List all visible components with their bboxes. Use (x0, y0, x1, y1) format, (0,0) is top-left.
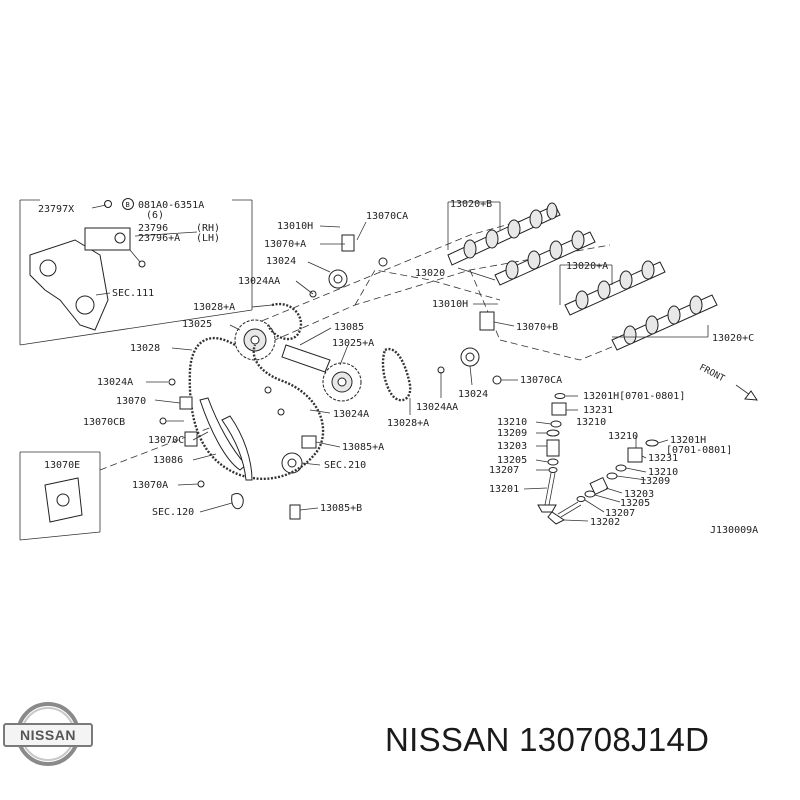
camshaft-13020-a (564, 260, 666, 316)
label-13070c: 13070C (148, 435, 184, 446)
label-13210-a: 13210 (497, 417, 527, 428)
label-13010h-mid: 13010H (432, 299, 468, 310)
label-23796: 23796 (138, 223, 168, 234)
front-cover-inset: B (29, 198, 146, 331)
sprocket-13024-mid (460, 347, 480, 367)
label-13201h-a: 13201H[0701-0801] (583, 391, 685, 402)
label-sec120: SEC.120 (152, 507, 194, 518)
crank-sprocket (281, 452, 303, 474)
sprocket-13025-a (322, 362, 362, 402)
label-diagram-code: J130009A (710, 525, 758, 536)
label-sec210: SEC.210 (324, 460, 366, 471)
sprocket-13024-top (328, 269, 348, 289)
camshaft-13020-c (611, 294, 718, 351)
label-13010h-top: 13010H (277, 221, 313, 232)
sprocket-13025 (234, 319, 276, 361)
label-13020-a: 13020+A (566, 261, 608, 272)
label-13231-b: 13231 (648, 453, 678, 464)
label-13024a-mid: 13024A (333, 409, 369, 420)
front-arrow-icon (735, 384, 758, 401)
label-13205-b: 13205 (620, 498, 650, 509)
valve-train-left (537, 393, 567, 513)
label-13210-c: 13210 (608, 431, 638, 442)
label-13201h-b: 13201H (670, 435, 706, 446)
label-13025-a: 13025+A (332, 338, 374, 349)
label-13025: 13025 (182, 319, 212, 330)
frame-lines (19, 199, 253, 541)
label-13024aa-mid: 13024AA (416, 402, 458, 413)
label-13085-a: 13085+A (342, 442, 384, 453)
label-13020-c: 13020+C (712, 333, 754, 344)
label-13070e: 13070E (44, 460, 80, 471)
label-qty-6: (6) (146, 210, 164, 221)
label-13070ca-mid: 13070CA (520, 375, 562, 386)
label-13070a-low: 13070A (132, 480, 168, 491)
sprockets (234, 269, 480, 474)
nissan-logo-text: NISSAN (20, 727, 76, 743)
label-13085: 13085 (334, 322, 364, 333)
part-number-caption: NISSAN 130708J14D (385, 721, 710, 758)
label-rh: (RH) (196, 223, 220, 234)
label-13231-a: 13231 (583, 405, 613, 416)
label-13201-a: 13201 (489, 484, 519, 495)
label-13070-b: 13070+B (516, 322, 558, 333)
label-13070cb: 13070CB (83, 417, 125, 428)
label-23797x: 23797X (38, 204, 74, 215)
label-13205-a: 13205 (497, 455, 527, 466)
label-13203-a: 13203 (497, 441, 527, 452)
label-13201h-b-range: [0701-0801] (666, 445, 732, 456)
label-13070-a-top: 13070+A (264, 239, 306, 250)
label-13070ca-top: 13070CA (366, 211, 408, 222)
label-sec111: SEC.111 (112, 288, 154, 299)
label-13202: 13202 (590, 517, 620, 528)
label-lh: (LH) (196, 233, 220, 244)
label-13210-d: 13210 (648, 467, 678, 478)
label-23796-a: 23796+A (138, 233, 180, 244)
camshaft-13020-b (447, 202, 561, 266)
label-13024aa-top: 13024AA (238, 276, 280, 287)
svg-text:B: B (126, 201, 130, 209)
engine-dashed-outline (99, 209, 691, 471)
label-13028: 13028 (130, 343, 160, 354)
label-13210-b: 13210 (576, 417, 606, 428)
label-13203-b: 13203 (624, 489, 654, 500)
label-13085-b: 13085+B (320, 503, 362, 514)
timing-chains (188, 302, 412, 480)
label-13070: 13070 (116, 396, 146, 407)
label-13207-a: 13207 (489, 465, 519, 476)
chain-guides (199, 344, 331, 510)
label-13209-a: 13209 (497, 428, 527, 439)
label-13207-b: 13207 (605, 508, 635, 519)
valve-train-right (547, 439, 659, 525)
camshafts (447, 202, 718, 351)
leader-lines (91, 201, 709, 522)
label-13024a-left: 13024A (97, 377, 133, 388)
part-labels: 23797X 081A0-6351A (6) 23796 (RH) 23796+… (38, 199, 758, 536)
label-front: FRONT (697, 363, 726, 385)
label-13209-b: 13209 (640, 476, 670, 487)
label-13020-b: 13020+B (450, 199, 492, 210)
small-parts (44, 234, 502, 523)
label-081a0-6351a: 081A0-6351A (138, 200, 204, 211)
label-13028-a-top: 13028+A (193, 302, 235, 313)
label-13024-top: 13024 (266, 256, 296, 267)
label-13020: 13020 (415, 268, 445, 279)
camshaft-13020 (494, 230, 596, 286)
label-13024-mid: 13024 (458, 389, 488, 400)
nissan-logo: NISSAN (3, 702, 93, 766)
label-13028-a-mid: 13028+A (387, 418, 429, 429)
label-13086: 13086 (153, 455, 183, 466)
